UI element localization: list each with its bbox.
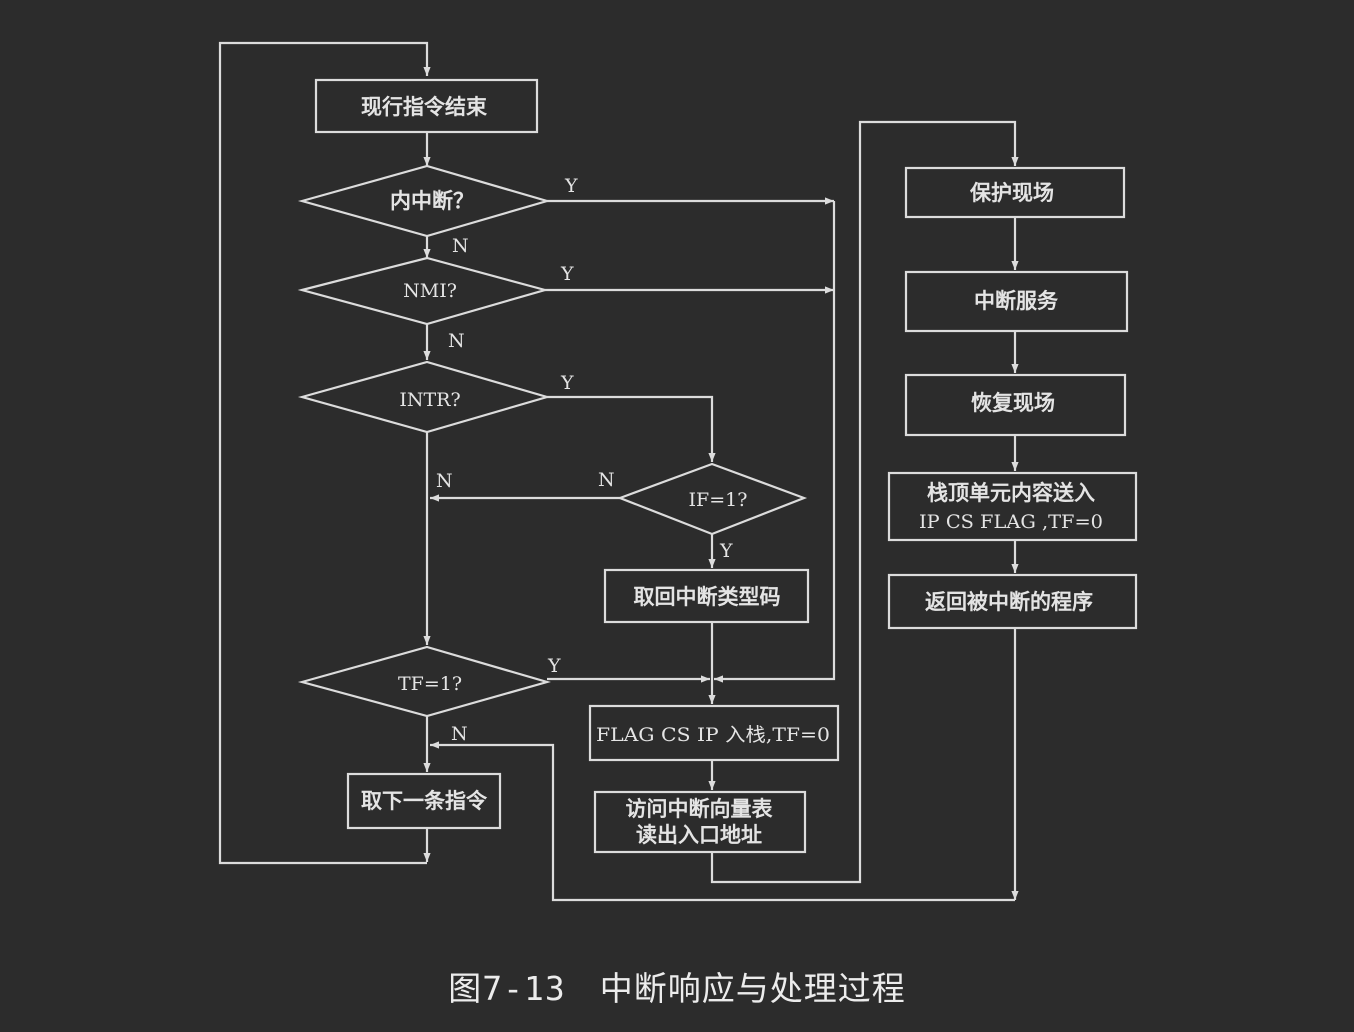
node-labels: 现行指令结束 内中断？ NMI? INTR? IF=1? 取回中断类型码 TF=… [361,94,1103,847]
connector-intr-yes [547,395,716,462]
service-box [904,270,1129,333]
nmi-diamond [297,256,550,326]
pop-stack-label-line1: 栈顶单元内容送入 [927,480,1095,505]
vector-table-box [593,790,807,854]
get-type-code-label: 取回中断类型码 [634,584,781,609]
push-stack-box [588,704,840,762]
end-instruction-label: 现行指令结束 [361,94,488,119]
intr-yes-label: Y [560,372,574,394]
get-type-code-box [603,568,810,624]
connector-collector-bus [714,201,836,683]
connector-return-bus [430,741,1015,902]
next-instruction-label: 取下一条指令 [361,788,488,813]
return-label: 返回被中断的程序 [925,589,1093,614]
tf-no-label: N [451,723,468,745]
internal-interrupt-diamond [297,164,551,238]
internal-yes-label: Y [564,175,578,197]
restore-context-box [904,373,1127,437]
if-yes-label: Y [719,540,733,562]
figure-caption: 图7-13 中断响应与处理过程 [448,969,906,1008]
if-no-label: N [598,469,615,491]
intr-label: INTR? [399,389,460,411]
edge-labels: Y N Y N Y N N Y Y N [436,175,733,745]
vector-table-label-line1: 访问中断向量表 [626,796,774,821]
return-box [887,573,1138,630]
nmi-yes-label: Y [560,263,574,285]
intr-no-label: N [436,470,453,492]
nmi-no-label: N [448,330,465,352]
restore-context-label: 恢复现场 [971,390,1055,415]
if-label: IF=1? [689,489,748,511]
vector-table-label-line2: 读出入口地址 [636,822,762,847]
pop-stack-box [887,471,1138,542]
tf-yes-label: Y [547,655,561,677]
pop-stack-label-line2: IP CS FLAG ,TF=0 [919,511,1103,533]
nmi-label: NMI? [403,280,457,302]
connector-vector-to-save [710,120,1019,884]
if-diamond [616,462,808,536]
internal-interrupt-label: 内中断？ [390,188,474,213]
push-stack-label: FLAG CS IP 入栈,TF=0 [596,724,830,746]
connectors [218,41,1019,902]
save-context-box [904,166,1126,219]
next-instruction-box [346,772,502,830]
intr-diamond [297,360,551,434]
internal-no-label: N [452,235,469,257]
service-label: 中断服务 [974,288,1059,313]
shapes [297,78,1138,854]
loop-back-connector [218,41,431,865]
tf-label: TF=1? [398,673,462,695]
tf-diamond [297,645,551,718]
save-context-label: 保护现场 [969,180,1054,205]
end-instruction-box [314,78,539,134]
